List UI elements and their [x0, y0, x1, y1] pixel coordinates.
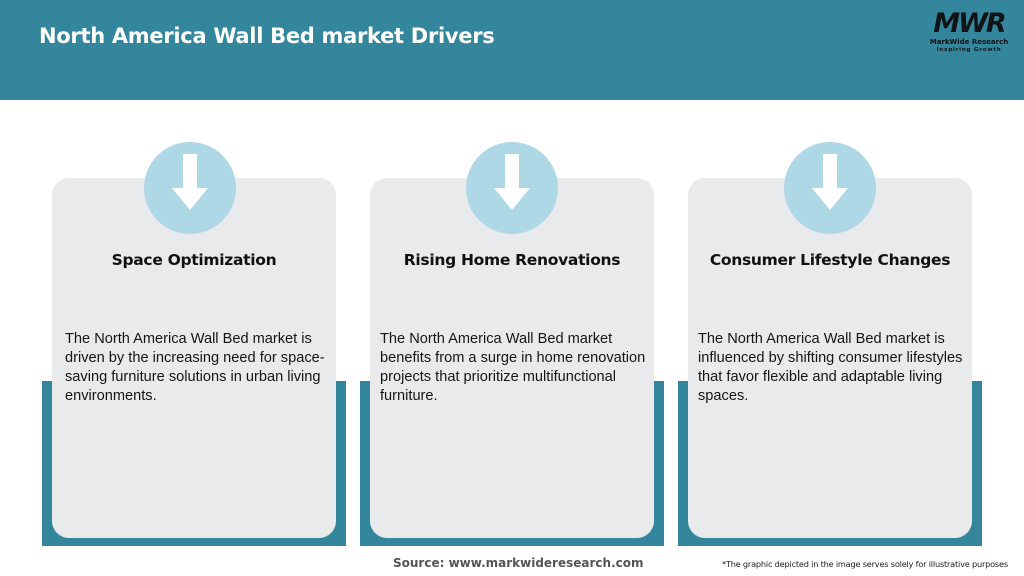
card-description: The North America Wall Bed market is dri… — [65, 331, 325, 404]
card-description: The North America Wall Bed market benefi… — [380, 331, 646, 404]
arrow-down-icon — [812, 154, 848, 210]
icon-circle — [466, 142, 558, 234]
markwide-logo: MWR MarkWide Research Inspiring Growth — [922, 10, 1016, 58]
icon-circle — [784, 142, 876, 234]
card-title: Space Optimization — [111, 251, 277, 269]
source-credit: Source: www.markwideresearch.com — [393, 556, 644, 570]
disclaimer-note: *The graphic depicted in the image serve… — [722, 559, 1008, 569]
icon-circle — [144, 142, 236, 234]
header-banner: North America Wall Bed market Drivers MW… — [0, 0, 1024, 100]
logo-name: MarkWide Research — [929, 38, 1009, 46]
arrow-down-icon — [172, 154, 208, 210]
card-description: The North America Wall Bed market is inf… — [698, 331, 963, 404]
driver-card-consumer-lifestyle-changes: Consumer Lifestyle Changes The North Ame… — [688, 178, 972, 538]
card-title: Consumer Lifestyle Changes — [709, 251, 951, 269]
logo-tagline: Inspiring Growth — [936, 47, 1002, 53]
driver-card-space-optimization: Space Optimization The North America Wal… — [52, 178, 336, 538]
card-title: Rising Home Renovations — [403, 251, 621, 269]
page-title: North America Wall Bed market Drivers — [39, 24, 495, 48]
arrow-down-icon — [494, 154, 530, 210]
driver-card-rising-home-renovations: Rising Home Renovations The North Americ… — [370, 178, 654, 538]
logo-mark: MWR — [933, 8, 1006, 39]
